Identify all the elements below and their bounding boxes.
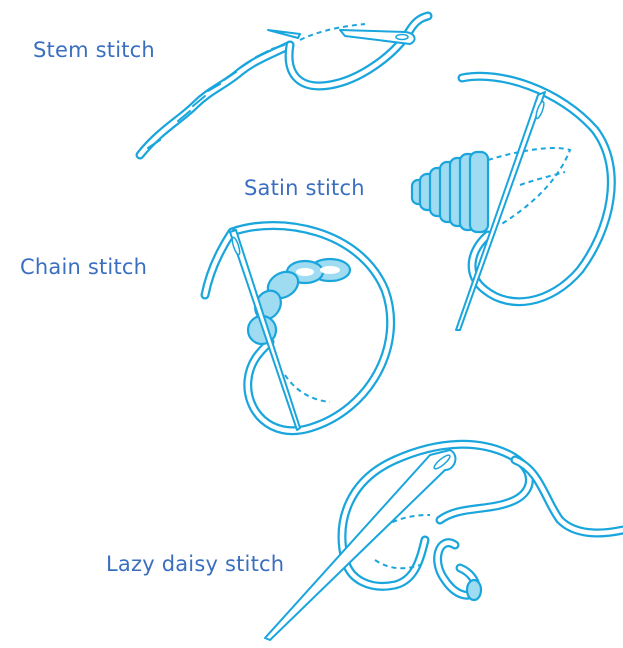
stem-stitch-needle-hole: [396, 35, 408, 40]
chain-stitch-drawing: [205, 225, 391, 430]
stem-stitch-twisted-thread: [140, 45, 290, 155]
chain-stitch-hidden-path: [285, 375, 330, 402]
satin-stitch-outline-lower: [520, 172, 565, 185]
lazy-daisy-petal: [438, 543, 481, 600]
stem-stitch-needle-tip: [268, 30, 300, 38]
lazy-daisy-drawing: [265, 444, 623, 640]
stem-stitch-drawing: [140, 16, 428, 155]
satin-stitch-blocks: [412, 152, 488, 232]
stem-stitch-thread-loop: [289, 16, 428, 86]
satin-stitch-drawing: [412, 76, 611, 330]
chain-stitch-needle: [230, 230, 300, 430]
